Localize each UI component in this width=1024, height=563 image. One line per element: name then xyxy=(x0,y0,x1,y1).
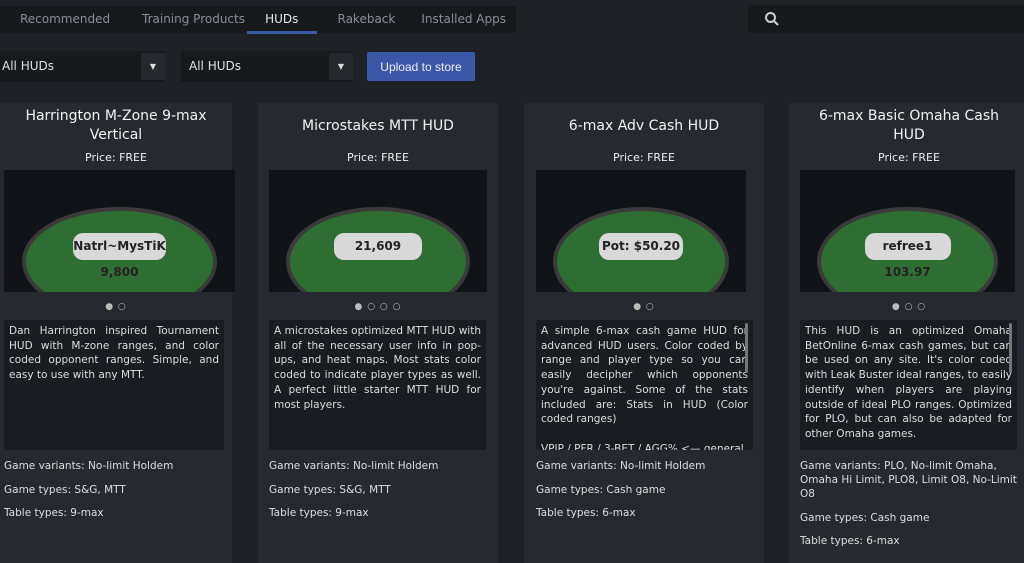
hud-card[interactable]: Harrington M-Zone 9-max Vertical Price: … xyxy=(0,103,235,563)
tab-huds[interactable]: HUDs xyxy=(247,6,317,34)
hud-price: Price: FREE xyxy=(878,151,940,164)
screenshot-text: Pot: $50.20 xyxy=(599,233,683,261)
description-text: This HUD is an optimized Omaha BetOnline… xyxy=(805,325,1012,440)
hud-meta: Game variants: No-limit Holdem Game type… xyxy=(4,459,224,530)
search-input[interactable] xyxy=(748,5,1024,33)
carousel-dots[interactable]: ● ○ xyxy=(105,302,127,312)
hud-meta: Game variants: PLO, No-limit Omaha, Omah… xyxy=(800,459,1017,558)
screenshot-text: refree1 103.97 xyxy=(864,233,951,279)
game-types: Game types: S&G, MTT xyxy=(269,483,391,496)
hud-card[interactable]: 6-max Basic Omaha Cash HUD Price: FREE r… xyxy=(789,103,1024,563)
upload-to-store-button[interactable]: Upload to store xyxy=(367,52,475,81)
description-text: Dan Harrington inspired Tournament HUD w… xyxy=(9,325,219,382)
hud-meta: Game variants: No-limit Holdem Game type… xyxy=(536,459,753,530)
hud-description: This HUD is an optimized Omaha BetOnline… xyxy=(800,320,1017,450)
hud-filter-select-1[interactable]: All HUDs ▼ xyxy=(0,51,165,82)
game-types: Game types: S&G, MTT xyxy=(4,483,126,496)
select-value: All HUDs xyxy=(189,59,241,73)
game-variants: Game variants: No-limit Holdem xyxy=(4,460,174,472)
hud-price: Price: FREE xyxy=(85,151,147,164)
hud-screenshot[interactable]: 21,609 xyxy=(269,170,487,292)
scrollbar[interactable] xyxy=(745,323,748,373)
hud-meta: Game variants: No-limit Holdem Game type… xyxy=(269,459,486,530)
hud-card[interactable]: 6-max Adv Cash HUD Price: FREE Pot: $50.… xyxy=(524,103,764,563)
hud-filter-select-2[interactable]: All HUDs ▼ xyxy=(181,51,353,82)
game-variants: Game variants: No-limit Holdem xyxy=(269,460,439,472)
carousel-dots[interactable]: ● ○ ○ ○ xyxy=(354,302,402,312)
hud-price: Price: FREE xyxy=(347,151,409,164)
table-types: Table types: 6-max xyxy=(536,507,636,519)
table-types: Table types: 9-max xyxy=(269,507,369,519)
nav-tabs: Recommended Training Products HUDs Rakeb… xyxy=(0,6,516,34)
hud-card[interactable]: Microstakes MTT HUD Price: FREE 21,609 ●… xyxy=(258,103,498,563)
game-types: Game types: Cash game xyxy=(800,511,930,524)
game-types: Game types: Cash game xyxy=(536,483,666,496)
carousel-dots[interactable]: ● ○ ○ xyxy=(891,302,927,312)
table-types: Table types: 9-max xyxy=(4,507,104,519)
hud-screenshot[interactable]: Natrl~MysTiK 9,800 xyxy=(4,170,235,292)
hud-price: Price: FREE xyxy=(613,151,675,164)
hud-title[interactable]: Microstakes MTT HUD xyxy=(302,117,454,134)
screenshot-text: 21,609 xyxy=(334,233,422,261)
hud-description: A microstakes optimized MTT HUD with all… xyxy=(269,320,486,450)
hud-title[interactable]: 6-max Basic Omaha Cash HUD xyxy=(818,108,1000,143)
hud-description: A simple 6-max cash game HUD for advance… xyxy=(536,320,753,450)
screenshot-text: Natrl~MysTiK 9,800 xyxy=(73,233,166,279)
carousel-dots[interactable]: ● ○ xyxy=(633,302,655,312)
table-types: Table types: 6-max xyxy=(800,535,900,547)
hud-title[interactable]: Harrington M-Zone 9-max Vertical xyxy=(25,108,207,143)
description-text: A microstakes optimized MTT HUD with all… xyxy=(274,325,481,411)
hud-title[interactable]: 6-max Adv Cash HUD xyxy=(568,117,720,134)
description-text: A simple 6-max cash game HUD for advance… xyxy=(541,325,748,450)
chevron-down-icon: ▼ xyxy=(141,53,165,80)
select-value: All HUDs xyxy=(2,59,54,73)
search-icon xyxy=(765,12,779,26)
tab-installed-apps[interactable]: Installed Apps xyxy=(421,12,506,26)
scrollbar[interactable] xyxy=(1009,323,1012,373)
tab-recommended[interactable]: Recommended xyxy=(20,12,111,26)
hud-screenshot[interactable]: Pot: $50.20 xyxy=(536,170,746,292)
hud-description: Dan Harrington inspired Tournament HUD w… xyxy=(4,320,224,450)
hud-screenshot[interactable]: refree1 103.97 xyxy=(800,170,1015,292)
tab-rakeback[interactable]: Rakeback xyxy=(337,12,396,26)
game-variants: Game variants: PLO, No-limit Omaha, Omah… xyxy=(800,460,1017,500)
chevron-down-icon: ▼ xyxy=(329,53,353,80)
tab-training-products[interactable]: Training Products xyxy=(142,12,245,26)
game-variants: Game variants: No-limit Holdem xyxy=(536,460,706,472)
